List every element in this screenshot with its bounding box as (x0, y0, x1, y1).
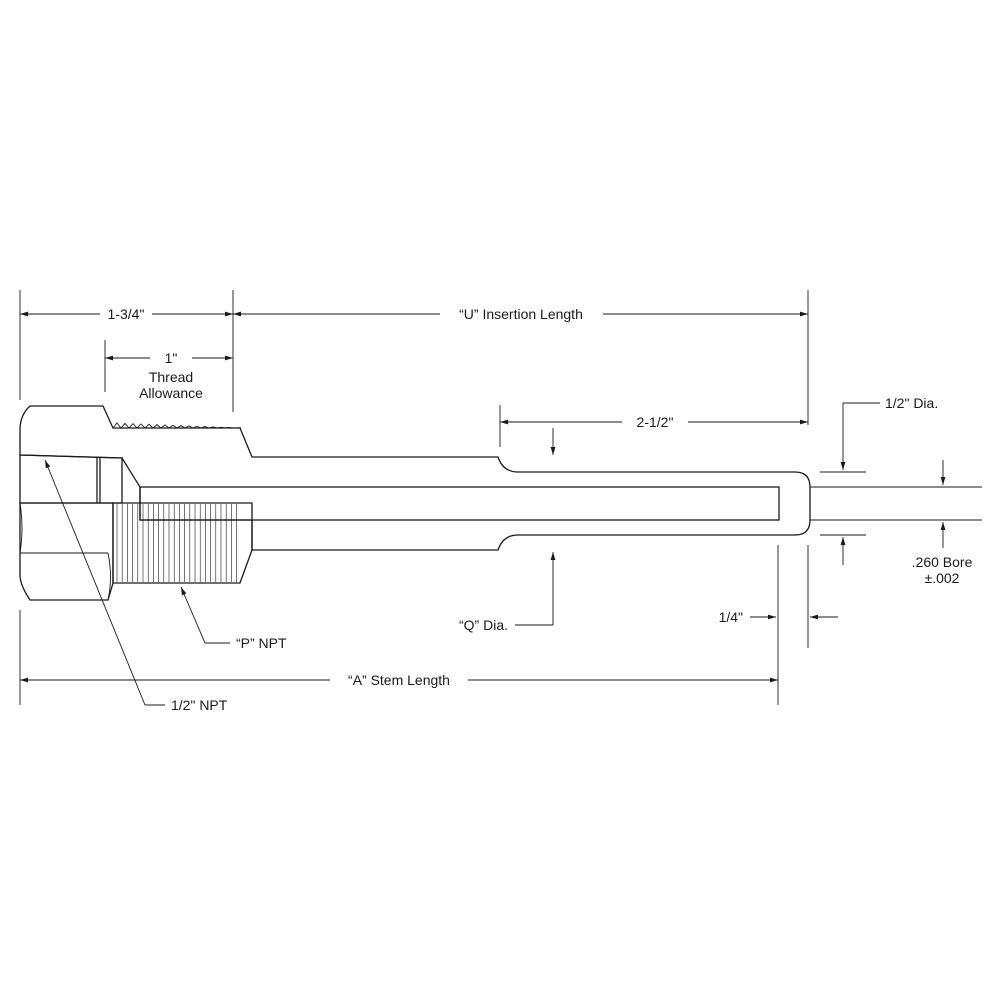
label-thread-2: Allowance (139, 385, 203, 401)
label-shank: 1-3/4" (108, 306, 145, 322)
external-thread (112, 422, 242, 429)
label-npt: 1/2" NPT (171, 697, 228, 713)
label-tip-dia: 1/2" Dia. (885, 395, 938, 411)
label-thread: 1" (165, 350, 178, 366)
dimension-lines (19, 290, 982, 706)
thread-lines (116, 504, 237, 582)
label-q-dia: “Q” Dia. (459, 617, 508, 633)
label-taper: 2-1/2" (637, 414, 674, 430)
label-stem: “A” Stem Length (348, 672, 450, 688)
thermowell-body (19, 405, 811, 601)
label-bore-2: ±.002 (925, 570, 960, 586)
body-section (19, 405, 811, 551)
label-insertion: “U” Insertion Length (459, 306, 583, 322)
label-bore-1: .260 Bore (912, 554, 973, 570)
label-p-npt: “P” NPT (236, 635, 287, 651)
label-tip-thickness: 1/4" (719, 609, 743, 625)
hex-nut (19, 454, 123, 504)
internal-thread (112, 502, 253, 584)
label-thread-1: Thread (149, 369, 193, 385)
